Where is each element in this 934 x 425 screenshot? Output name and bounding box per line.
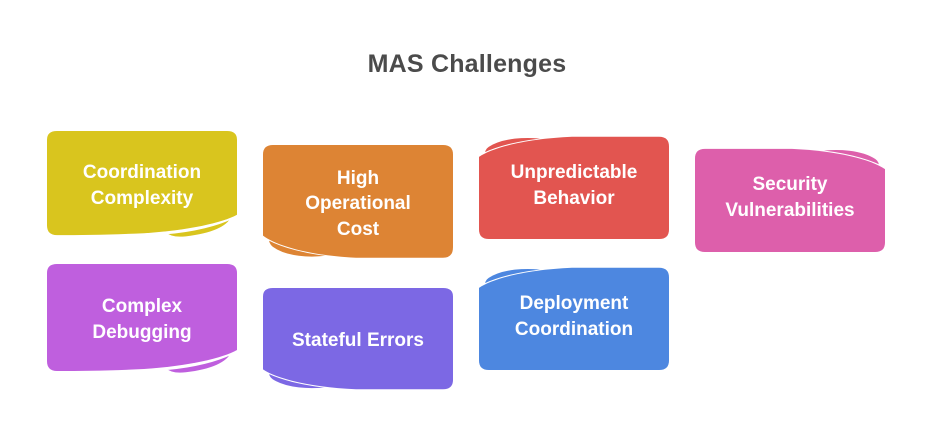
card-label: Complex Debugging: [92, 296, 192, 343]
card-high-operational-cost: High Operational Cost: [263, 145, 453, 263]
card-deployment-coordination: Deployment Coordination: [479, 263, 669, 370]
sticky-note-shape: [479, 263, 669, 370]
sticky-note-shape: [695, 144, 885, 252]
card-label: High Operational Cost: [305, 167, 411, 240]
page-title: MAS Challenges: [367, 50, 567, 78]
card-stateful-errors: Stateful Errors: [263, 288, 453, 394]
sticky-note-shape: [263, 288, 453, 394]
sticky-note-shape: [263, 145, 453, 263]
card-complex-debugging: Complex Debugging: [47, 264, 237, 376]
card-label: Security Vulnerabilities: [725, 174, 855, 221]
card-label: Unpredictable Behavior: [510, 161, 638, 209]
sticky-note-shape: [47, 264, 237, 376]
card-label: Stateful Errors: [292, 330, 424, 352]
sticky-note-shape: [479, 132, 669, 239]
card-label: Coordination Complexity: [82, 161, 202, 209]
card-security-vulnerabilities: Security Vulnerabilities: [695, 144, 885, 252]
card-unpredictable-behavior: Unpredictable Behavior: [479, 132, 669, 239]
card-coordination-complexity: Coordination Complexity: [47, 131, 237, 240]
card-label: Deployment Coordination: [514, 292, 634, 340]
sticky-note-shape: [47, 131, 237, 240]
